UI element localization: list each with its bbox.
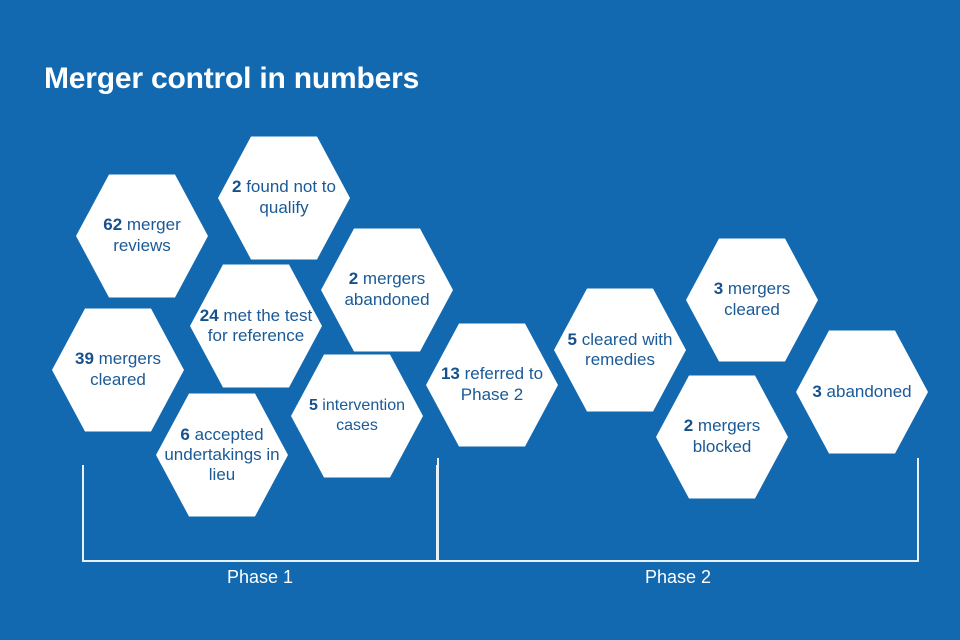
hex-cell-found-not-to-qualify[interactable]: 2 found not to qualify [218,136,350,260]
hex-number-met-test-for-reference: 24 [199,305,219,325]
hex-number-mergers-cleared-phase2: 3 [713,279,724,299]
hex-label-abandoned-phase2: 3 abandoned [806,382,917,403]
hex-label-intervention-cases: 5 intervention cases [291,396,423,435]
hex-label-mergers-cleared-phase1: 39 mergers cleared [52,349,184,390]
hex-label-cleared-with-remedies: 5 cleared with remedies [554,330,686,370]
hex-label-mergers-blocked: 2 mergers blocked [656,416,788,457]
hex-cell-intervention-cases[interactable]: 5 intervention cases [291,354,423,478]
hex-text-mergers-abandoned-phase1: mergers abandoned [344,269,430,309]
hex-cell-mergers-blocked[interactable]: 2 mergers blocked [656,375,788,499]
page-title: Merger control in numbers [44,62,420,95]
hex-number-merger-reviews: 62 [103,215,123,235]
hex-cell-mergers-cleared-phase1[interactable]: 39 mergers cleared [52,308,184,432]
hex-label-met-test-for-reference: 24 met the test for reference [190,306,322,346]
hex-text-abandoned-phase2: abandoned [821,381,912,401]
hex-cell-cleared-with-remedies[interactable]: 5 cleared with remedies [554,288,686,412]
hex-text-accepted-undertakings-in-lieu: accepted undertakings in lieu [164,424,280,485]
hex-number-cleared-with-remedies: 5 [567,329,578,349]
hex-number-mergers-blocked: 2 [683,416,694,436]
hex-number-accepted-undertakings-in-lieu: 6 [180,424,190,444]
hex-label-accepted-undertakings-in-lieu: 6 accepted undertakings in lieu [156,425,288,485]
hex-text-met-test-for-reference: met the test for reference [207,305,313,345]
hex-number-mergers-abandoned-phase1: 2 [348,269,359,289]
hex-number-abandoned-phase2: 3 [812,381,822,401]
hex-label-merger-reviews: 62 merger reviews [76,215,208,256]
hex-cell-abandoned-phase2[interactable]: 3 abandoned [796,330,928,454]
hex-label-mergers-cleared-phase2: 3 mergers cleared [686,279,818,320]
hex-number-referred-to-phase-2: 13 [440,364,460,384]
hex-cell-merger-reviews[interactable]: 62 merger reviews [76,174,208,298]
hex-text-mergers-cleared-phase1: mergers cleared [90,349,161,389]
hex-cell-mergers-abandoned-phase1[interactable]: 2 mergers abandoned [321,228,453,352]
hex-number-mergers-cleared-phase1: 39 [75,349,94,369]
hex-text-referred-to-phase-2: referred to Phase 2 [459,364,544,404]
hex-cell-accepted-undertakings-in-lieu[interactable]: 6 accepted undertakings in lieu [156,393,288,517]
hex-cell-mergers-cleared-phase2[interactable]: 3 mergers cleared [686,238,818,362]
phase-2-bracket [437,458,919,562]
hex-label-found-not-to-qualify: 2 found not to qualify [218,177,350,218]
phase-1-label: Phase 1 [226,567,294,587]
hex-label-mergers-abandoned-phase1: 2 mergers abandoned [321,269,453,310]
hex-label-referred-to-phase-2: 13 referred to Phase 2 [426,364,558,405]
hex-cell-met-test-for-reference[interactable]: 24 met the test for reference [190,264,322,388]
hex-text-found-not-to-qualify: found not to qualify [241,177,336,217]
phase-2-label: Phase 2 [644,567,712,587]
hex-text-intervention-cases: intervention cases [317,397,406,434]
hex-text-mergers-blocked: mergers blocked [692,416,761,456]
hex-number-found-not-to-qualify: 2 [232,177,242,197]
hex-text-merger-reviews: merger reviews [113,215,181,255]
hex-text-cleared-with-remedies: cleared with remedies [577,329,673,369]
phase-1-bracket [82,465,438,562]
hex-number-intervention-cases: 5 [308,397,318,415]
hex-cell-referred-to-phase-2[interactable]: 13 referred to Phase 2 [426,323,558,447]
hex-text-mergers-cleared-phase2: mergers cleared [723,279,791,319]
